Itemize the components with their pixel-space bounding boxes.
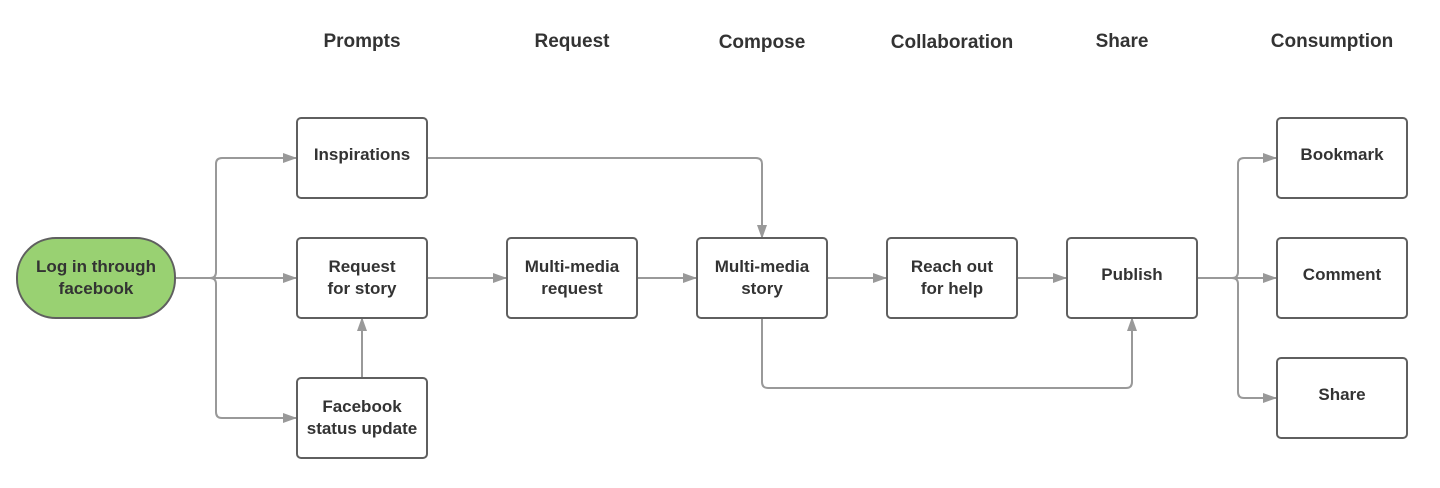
node-comment-label: Comment — [1302, 265, 1382, 284]
node-inspirations-label: Inspirations — [313, 145, 411, 164]
edge-publish-to-bookmark — [1197, 153, 1277, 279]
node-login-start: Log in through facebook — [16, 237, 176, 319]
stage-heading-compose: Compose — [718, 32, 806, 53]
node-mm-story-line-1: Multi-media — [714, 257, 810, 276]
node-request-story-line-2: for story — [327, 279, 397, 298]
node-multimedia-story: Multi-media story — [696, 237, 828, 319]
node-request-story: Request for story — [296, 237, 428, 319]
node-comment: Comment — [1276, 237, 1408, 319]
node-login-line-2: facebook — [58, 279, 134, 298]
edge-mm-story-to-publish — [761, 317, 1137, 389]
node-mm-request-line-1: Multi-media — [524, 257, 620, 276]
stage-heading-collaboration: Collaboration — [890, 32, 1014, 53]
node-fb-status-line-2: status update — [306, 419, 418, 438]
node-publish-label: Publish — [1101, 265, 1163, 284]
node-bookmark: Bookmark — [1276, 117, 1408, 199]
node-bookmark-label: Bookmark — [1300, 145, 1384, 164]
node-request-story-line-1: Request — [328, 257, 396, 276]
edge-inspirations-to-mm-story — [427, 157, 767, 239]
node-inspirations: Inspirations — [296, 117, 428, 199]
node-reach-out-line-1: Reach out — [910, 257, 994, 276]
node-share-label: Share — [1318, 385, 1366, 404]
node-login-line-1: Log in through — [36, 257, 156, 276]
edge-publish-to-share — [1231, 277, 1277, 403]
node-facebook-status-update: Facebook status update — [296, 377, 428, 459]
edge-login-to-inspirations — [176, 153, 297, 279]
node-publish: Publish — [1066, 237, 1198, 319]
node-mm-request-line-2: request — [541, 279, 603, 298]
stage-heading-request: Request — [534, 31, 610, 52]
node-reach-out-line-2: for help — [920, 279, 984, 298]
stage-heading-consumption: Consumption — [1270, 31, 1394, 52]
node-reach-out-for-help: Reach out for help — [886, 237, 1018, 319]
edge-login-to-fb-status — [209, 277, 297, 423]
node-multimedia-request: Multi-media request — [506, 237, 638, 319]
node-fb-status-line-1: Facebook — [322, 397, 402, 416]
node-share: Share — [1276, 357, 1408, 439]
node-mm-story-line-2: story — [741, 279, 783, 298]
stage-heading-share: Share — [1095, 31, 1149, 52]
stage-heading-prompts: Prompts — [323, 31, 401, 52]
